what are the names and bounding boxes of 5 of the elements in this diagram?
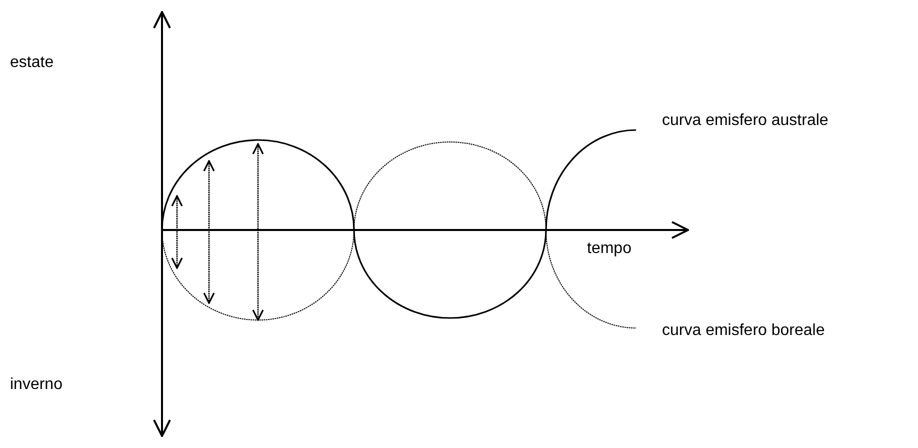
season-label: estate [10,54,54,72]
curve-label: curva emisfero australe [662,112,828,130]
curve-label: curva emisfero boreale [662,322,825,340]
season-label: inverno [10,376,62,394]
axis-label: tempo [587,240,632,258]
